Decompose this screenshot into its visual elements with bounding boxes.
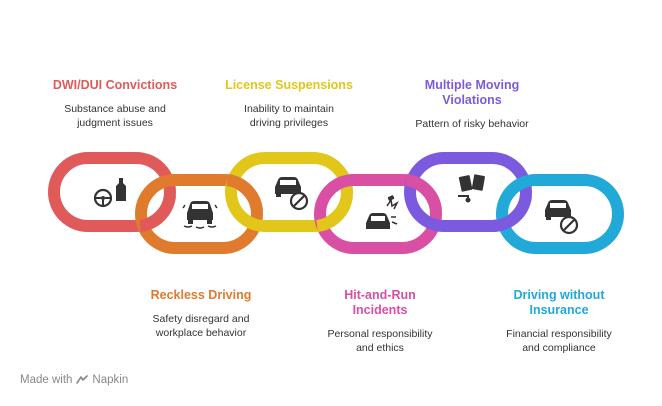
chain-link-2-overlap [225, 174, 263, 212]
chain-link-3-overlap [315, 194, 353, 232]
label-title: Multiple Moving Violations [424, 78, 520, 107]
napkin-logo-icon [76, 375, 89, 384]
label-desc: Personal responsibility and ethics [327, 328, 433, 354]
chain-link-2 [135, 174, 263, 254]
chain-link-4-overlap [404, 174, 442, 212]
chain-link-4 [314, 174, 442, 254]
label-5: Multiple Moving Violations Pattern of ri… [382, 78, 562, 132]
watermark[interactable]: Made with Napkin [20, 374, 128, 386]
skidding-car-icon [182, 201, 218, 229]
chain-link-3 [225, 152, 353, 232]
chain-link-5 [404, 152, 532, 232]
steering-wheel-bottle-icon [93, 178, 126, 208]
label-title: License Suspensions [225, 78, 353, 92]
label-title: Hit-and-Run Incidents [344, 288, 416, 317]
chain-link-6 [496, 174, 624, 254]
car-no-insurance-icon [545, 200, 579, 235]
label-desc: Substance abuse and judgment issues [64, 103, 166, 129]
label-4: Hit-and-Run Incidents Personal responsib… [290, 288, 470, 355]
label-title: DWI/DUI Convictions [52, 78, 178, 92]
label-3: License Suspensions Inability to maintai… [199, 78, 379, 130]
watermark-brand: Napkin [92, 374, 129, 386]
label-6: Driving without Insurance Financial resp… [469, 288, 649, 355]
car-prohibited-icon [275, 177, 309, 211]
label-2: Reckless Driving Safety disregard and wo… [111, 288, 291, 340]
chain-link-1-overlap [138, 194, 176, 232]
label-title: Driving without Insurance [513, 288, 605, 317]
label-desc: Pattern of risky behavior [415, 118, 529, 130]
chain-link-5-overlap [491, 194, 532, 233]
label-title: Reckless Driving [150, 288, 252, 302]
label-desc: Financial responsibility and compliance [506, 328, 612, 354]
label-desc: Safety disregard and workplace behavior [152, 313, 250, 339]
chain-link-1 [48, 152, 176, 232]
tickets-icon [458, 174, 485, 203]
label-desc: Inability to maintain driving privileges [244, 103, 334, 129]
car-crash-icon [366, 195, 399, 229]
label-1: DWI/DUI Convictions Substance abuse and … [25, 78, 205, 130]
watermark-text: Made with [20, 374, 73, 386]
